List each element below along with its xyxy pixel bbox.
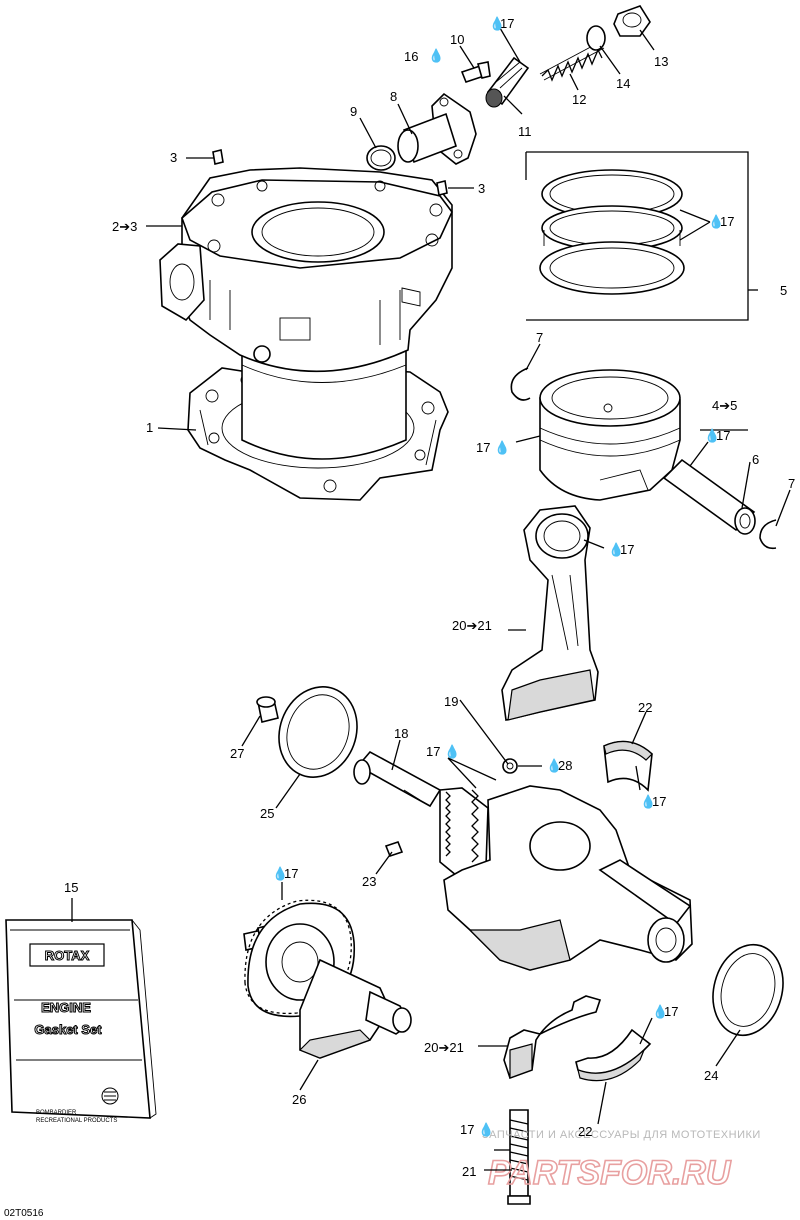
booklet-title-line-2: Gasket Set — [34, 1022, 102, 1037]
callout-14: 14 — [616, 76, 630, 91]
callout-17: 17 — [720, 214, 734, 229]
drop-icon: 💧 — [489, 16, 505, 31]
callout-11: 11 — [518, 124, 532, 139]
callout-4-5: 4➔5 — [712, 398, 737, 413]
sealing-washer[interactable] — [586, 25, 606, 51]
callout-13: 13 — [654, 54, 668, 69]
gasket-set-booklet[interactable]: ROTAX ENGINE Gasket Set BOMBARDIER RECRE… — [5, 919, 157, 1124]
callout-28: 28 — [558, 758, 572, 773]
bleed-screw[interactable] — [460, 61, 491, 83]
booklet-title-line-1: ENGINE — [41, 1000, 91, 1015]
drop-icon: 💧 — [494, 440, 510, 455]
main-bearing-upper[interactable] — [603, 740, 653, 792]
callout-8: 8 — [390, 89, 397, 104]
callout-17: 17 — [664, 1004, 678, 1019]
callout-25: 25 — [260, 806, 274, 821]
circlip[interactable] — [510, 367, 531, 401]
tensioner-plunger[interactable] — [485, 56, 530, 108]
callout-15: 15 — [64, 880, 78, 895]
callout-10: 10 — [450, 32, 464, 47]
callout-17: 17 — [426, 744, 440, 759]
callout-23: 23 — [362, 874, 376, 889]
callout-24: 24 — [704, 1068, 718, 1083]
callout-17: 17 — [284, 866, 298, 881]
callout-3: 3 — [170, 150, 177, 165]
o-ring[interactable] — [366, 145, 396, 171]
lubricant-drop-markers: 💧 💧 💧 💧 💧 💧 💧 💧 💧 💧 💧 💧 — [272, 16, 724, 1137]
drop-icon: 💧 — [708, 214, 724, 229]
callout-22: 22 — [638, 700, 652, 715]
drop-icon: 💧 — [478, 1122, 494, 1137]
callout-16: 16 — [404, 49, 418, 64]
drop-icon: 💧 — [444, 744, 460, 759]
callout-labels: 1 2➔3 3 3 4➔5 5 6 7 7 8 9 10 11 12 13 14… — [64, 16, 795, 1179]
callout-17: 17 — [620, 542, 634, 557]
watermark-text: ЗАПЧАСТИ И АКСЕССУАРЫ ДЛЯ МОТОТЕХНИКИ — [482, 1129, 761, 1141]
booklet-footer-line-1: BOMBARDIER — [36, 1110, 77, 1116]
callout-9: 9 — [350, 104, 357, 119]
callout-17: 17 — [500, 16, 514, 31]
balancer-shaft[interactable] — [243, 899, 412, 1059]
stud[interactable] — [507, 1109, 531, 1205]
drop-icon: 💧 — [428, 48, 444, 63]
thrust-washer[interactable] — [267, 676, 370, 788]
connecting-rod[interactable] — [501, 505, 599, 721]
main-bearing-lower[interactable] — [575, 1028, 652, 1082]
callout-20-21: 20➔21 — [424, 1040, 464, 1055]
callout-7: 7 — [536, 330, 543, 345]
drop-icon: 💧 — [652, 1004, 668, 1019]
callout-12: 12 — [572, 92, 586, 107]
callout-2-3: 2➔3 — [112, 219, 137, 234]
thrust-washer[interactable] — [703, 937, 792, 1043]
connecting-rod-cap[interactable] — [503, 995, 602, 1080]
callout-6: 6 — [752, 452, 759, 467]
drop-icon: 💧 — [608, 542, 624, 557]
callout-17: 17 — [460, 1122, 474, 1137]
callout-17: 17 — [716, 428, 730, 443]
leader-lines — [71, 27, 791, 1171]
callout-17: 17 — [652, 794, 666, 809]
callout-5: 5 — [780, 283, 787, 298]
callout-26: 26 — [292, 1092, 306, 1107]
drawing-code: 02T0516 — [4, 1208, 44, 1219]
callout-7: 7 — [788, 476, 795, 491]
dowel-pin[interactable] — [436, 180, 448, 196]
tensioner-housing[interactable] — [397, 92, 477, 165]
callout-18: 18 — [394, 726, 408, 741]
booklet-footer-line-2: RECREATIONAL PRODUCTS — [36, 1118, 117, 1124]
circlip[interactable] — [759, 519, 777, 550]
callout-22: 22 — [578, 1124, 592, 1139]
cylinder[interactable] — [159, 167, 453, 460]
woodruff-key[interactable] — [384, 841, 404, 857]
watermark-logo: PARTSFOR.RU — [488, 1154, 732, 1192]
piston[interactable] — [539, 369, 681, 501]
rotax-logo-box — [29, 943, 105, 967]
piston-ring-set[interactable] — [525, 151, 749, 321]
callout-17: 17 — [476, 440, 490, 455]
piston-pin[interactable] — [662, 458, 756, 535]
plug[interactable] — [256, 696, 279, 723]
drop-icon: 💧 — [546, 758, 562, 773]
dowel-pin[interactable] — [212, 149, 224, 165]
drop-icon: 💧 — [704, 428, 720, 443]
drop-icon: 💧 — [272, 866, 288, 881]
callout-20-21: 20➔21 — [452, 618, 492, 633]
callout-1: 1 — [146, 420, 153, 435]
callout-3: 3 — [478, 181, 485, 196]
callout-21: 21 — [462, 1164, 476, 1179]
drop-icon: 💧 — [640, 794, 656, 809]
callout-27: 27 — [230, 746, 244, 761]
callout-19: 19 — [444, 694, 458, 709]
crankshaft[interactable] — [353, 750, 693, 971]
plug-screw[interactable] — [613, 5, 651, 37]
booklet-brand: ROTAX — [45, 948, 90, 963]
